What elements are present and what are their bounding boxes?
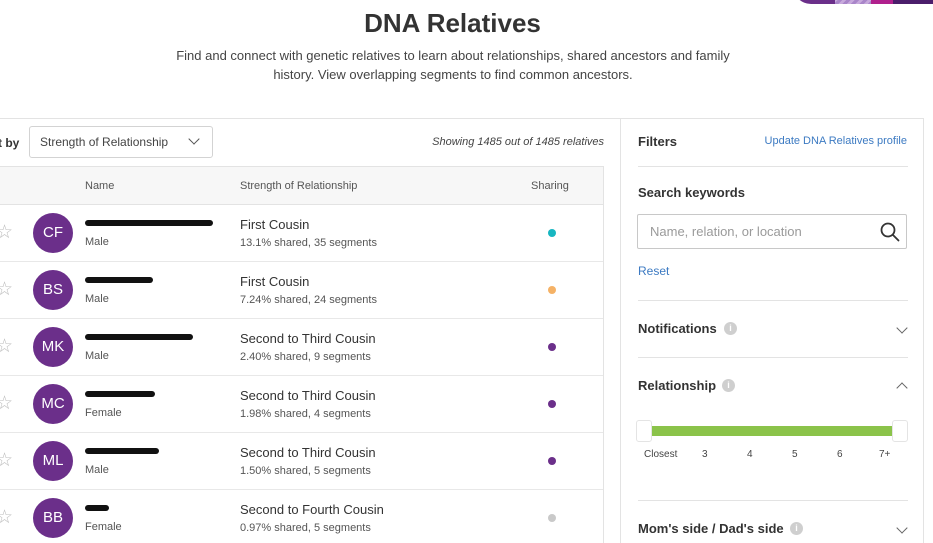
star-icon[interactable]: ☆ <box>0 222 14 243</box>
sort-by-label: t by <box>0 136 20 150</box>
info-icon[interactable]: i <box>722 379 735 392</box>
relative-gender: Female <box>85 407 122 419</box>
sharing-status-dot <box>548 229 556 237</box>
avatar[interactable]: BB <box>33 498 73 538</box>
panel-divider-right <box>923 118 924 543</box>
sort-select-value: Strength of Relationship <box>40 135 169 149</box>
table-row[interactable]: ☆ CF Male First Cousin 13.1% shared, 35 segm… <box>0 205 603 262</box>
info-icon[interactable]: i <box>724 322 737 335</box>
shared-dna-summary: 7.24% shared, 24 segments <box>240 294 377 306</box>
relative-gender: Male <box>85 293 109 305</box>
relationship-label: Second to Third Cousin <box>240 388 376 403</box>
relative-name-redacted[interactable] <box>85 445 213 455</box>
slider-tick-label: 7+ <box>879 449 891 460</box>
relationship-label: Second to Third Cousin <box>240 331 376 346</box>
star-icon[interactable]: ☆ <box>0 393 14 414</box>
table-row[interactable]: ☆ ML Male Second to Third Cousin 1.50% share… <box>0 433 603 490</box>
results-count: Showing 1485 out of 1485 relatives <box>432 136 604 148</box>
relationship-slider[interactable] <box>636 420 908 442</box>
table-row[interactable]: ☆ BB Female Second to Fourth Cousin 0.97% sh… <box>0 490 603 543</box>
update-profile-link[interactable]: Update DNA Relatives profile <box>764 135 907 147</box>
relative-gender: Male <box>85 464 109 476</box>
panel-divider <box>620 118 621 543</box>
avatar[interactable]: ML <box>33 441 73 481</box>
avatar[interactable]: MC <box>33 384 73 424</box>
avatar[interactable]: MK <box>33 327 73 367</box>
filters-divider <box>638 500 908 501</box>
relative-gender: Male <box>85 236 109 248</box>
relative-gender: Male <box>85 350 109 362</box>
filters-divider <box>638 300 908 301</box>
page-subtitle: Find and connect with genetic relatives … <box>176 48 730 82</box>
filters-divider <box>638 166 908 167</box>
relative-name-redacted[interactable] <box>85 388 213 398</box>
slider-tick-label: 4 <box>747 449 753 460</box>
filters-divider <box>638 357 908 358</box>
relationship-section-title[interactable]: Relationship <box>638 378 717 393</box>
star-icon[interactable]: ☆ <box>0 336 14 357</box>
relationship-label: Second to Fourth Cousin <box>240 502 384 517</box>
column-header-strength[interactable]: Strength of Relationship <box>240 180 358 192</box>
slider-tick-label: 3 <box>702 449 708 460</box>
shared-dna-summary: 2.40% shared, 9 segments <box>240 351 371 363</box>
filters-title: Filters <box>638 134 678 149</box>
slider-tick-label: Closest <box>644 449 678 460</box>
column-header-sharing[interactable]: Sharing <box>531 180 569 192</box>
star-icon[interactable]: ☆ <box>0 279 14 300</box>
relatives-table: Name Strength of Relationship Sharing ☆ C… <box>0 166 604 543</box>
sharing-status-dot <box>548 514 556 522</box>
avatar[interactable]: BS <box>33 270 73 310</box>
search-keywords-title: Search keywords <box>638 185 745 200</box>
slider-handle-max[interactable] <box>892 420 908 442</box>
shared-dna-summary: 13.1% shared, 35 segments <box>240 237 377 249</box>
relative-name-redacted[interactable] <box>85 274 213 284</box>
relationship-label: First Cousin <box>240 274 310 289</box>
filters-top-border <box>621 118 923 119</box>
shared-dna-summary: 1.98% shared, 4 segments <box>240 408 371 420</box>
star-icon[interactable]: ☆ <box>0 507 14 528</box>
chevron-up-icon[interactable] <box>896 382 908 394</box>
moms-dads-side-section-title[interactable]: Mom's side / Dad's side <box>638 521 784 536</box>
notifications-section-title[interactable]: Notifications <box>638 321 717 336</box>
slider-tick-label: 5 <box>792 449 798 460</box>
slider-tick-label: 6 <box>837 449 843 460</box>
reset-link[interactable]: Reset <box>638 264 670 278</box>
sharing-status-dot <box>548 286 556 294</box>
brand-corner-art <box>793 0 933 4</box>
slider-handle-min[interactable] <box>636 420 652 442</box>
column-header-name[interactable]: Name <box>85 180 115 192</box>
relative-name-redacted[interactable] <box>85 502 213 512</box>
shared-dna-summary: 0.97% shared, 5 segments <box>240 522 371 534</box>
sharing-status-dot <box>548 343 556 351</box>
relative-name-redacted[interactable] <box>85 331 213 341</box>
table-row[interactable]: ☆ MC Female Second to Third Cousin 1.98% sha… <box>0 376 603 433</box>
page-title: DNA Relatives <box>364 8 541 38</box>
avatar[interactable]: CF <box>33 213 73 253</box>
chevron-down-icon[interactable] <box>896 522 908 534</box>
search-input[interactable] <box>637 214 907 249</box>
sharing-status-dot <box>548 400 556 408</box>
table-row[interactable]: ☆ BS Male First Cousin 7.24% shared, 24 segm… <box>0 262 603 319</box>
relationship-label: First Cousin <box>240 217 310 232</box>
chevron-down-icon <box>188 133 200 145</box>
shared-dna-summary: 1.50% shared, 5 segments <box>240 465 371 477</box>
sort-select[interactable]: Strength of Relationship <box>29 126 213 158</box>
relationship-label: Second to Third Cousin <box>240 445 376 460</box>
search-icon[interactable] <box>880 222 900 242</box>
info-icon[interactable]: i <box>790 522 803 535</box>
table-row[interactable]: ☆ MK Male Second to Third Cousin 2.40% share… <box>0 319 603 376</box>
chevron-down-icon[interactable] <box>896 322 908 334</box>
relative-gender: Female <box>85 521 122 533</box>
star-icon[interactable]: ☆ <box>0 450 14 471</box>
table-header: Name Strength of Relationship Sharing <box>0 167 603 205</box>
results-panel <box>0 118 621 543</box>
relative-name-redacted[interactable] <box>85 217 213 227</box>
slider-range-bar <box>648 426 892 436</box>
sharing-status-dot <box>548 457 556 465</box>
